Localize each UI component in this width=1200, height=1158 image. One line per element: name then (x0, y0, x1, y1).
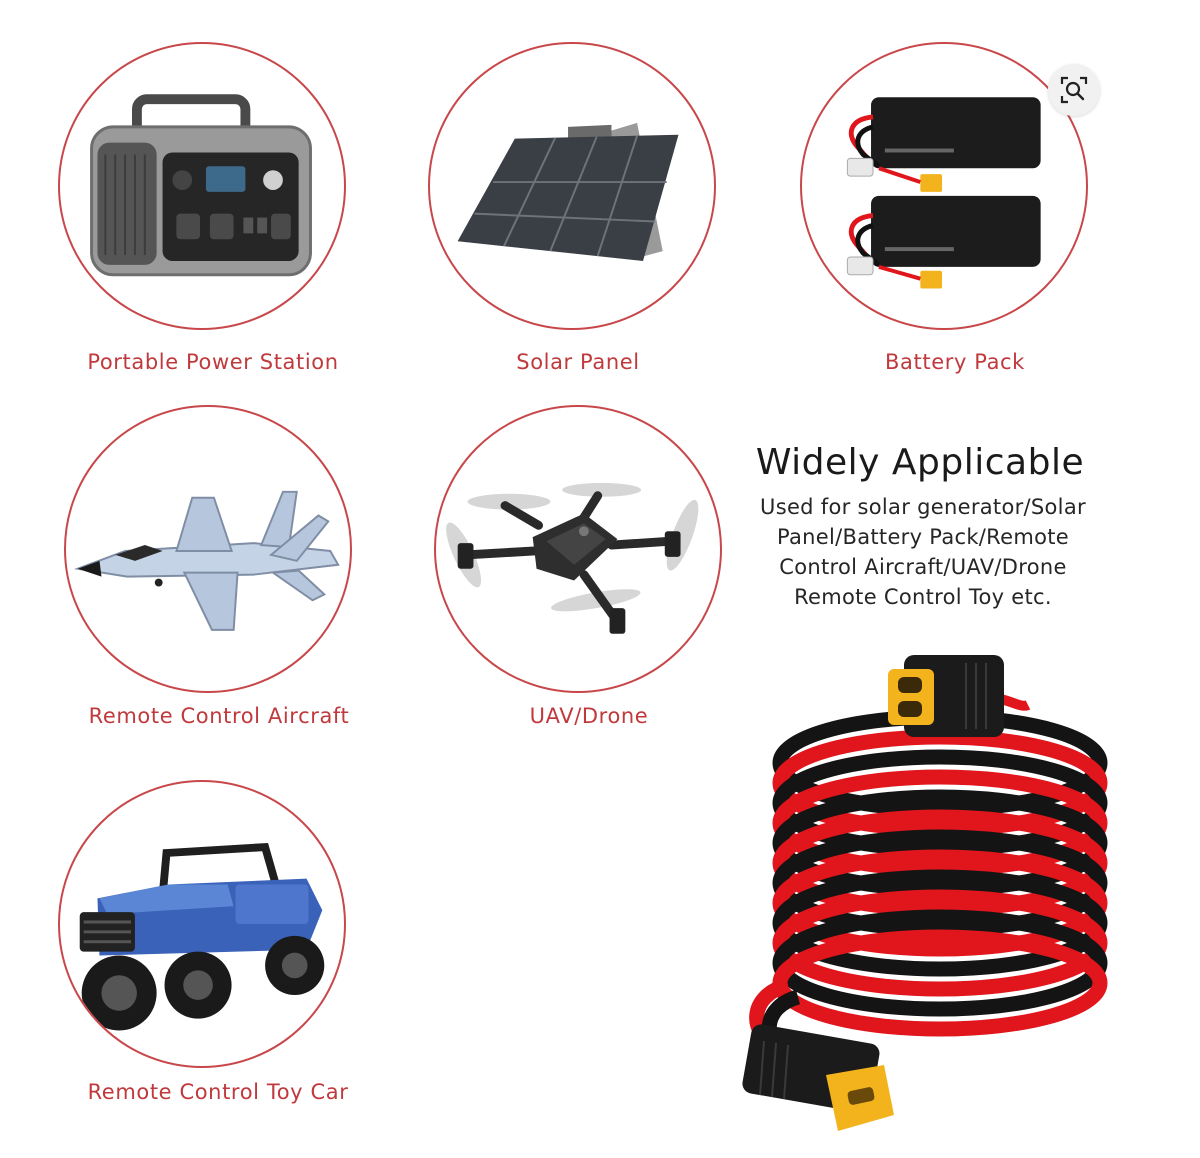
description-line: Control Aircraft/UAV/Drone (779, 555, 1067, 579)
zoom-button[interactable] (1048, 64, 1100, 116)
circle-drone (434, 405, 722, 693)
feature-heading: Widely Applicable (755, 442, 1085, 483)
label-solar-panel: Solar Panel (516, 350, 640, 374)
label-drone: UAV/Drone (529, 704, 649, 728)
circle-battery-pack (800, 42, 1088, 330)
feature-description: Used for solar generator/Solar Panel/Bat… (718, 492, 1128, 612)
solar-panel-icon (457, 122, 679, 261)
label-power-station: Portable Power Station (87, 350, 339, 374)
xt60-extension-cable-icon (742, 655, 1108, 1131)
zoom-search-icon (1060, 76, 1088, 104)
battery-pack-icon (846, 97, 1041, 289)
circle-aircraft (64, 405, 352, 693)
label-aircraft: Remote Control Aircraft (88, 704, 350, 728)
description-line: Remote Control Toy etc. (794, 585, 1052, 609)
drone-icon (446, 482, 699, 634)
label-battery-pack: Battery Pack (885, 350, 1025, 374)
circle-power-station (58, 42, 346, 330)
toy-car-icon (79, 842, 325, 1031)
jet-aircraft-icon (73, 490, 340, 631)
circle-toy-car (58, 780, 346, 1068)
power-station-icon (90, 94, 312, 277)
label-toy-car: Remote Control Toy Car (87, 1080, 349, 1104)
circle-solar-panel (428, 42, 716, 330)
description-line: Panel/Battery Pack/Remote (776, 525, 1070, 549)
description-line: Used for solar generator/Solar (760, 495, 1086, 519)
